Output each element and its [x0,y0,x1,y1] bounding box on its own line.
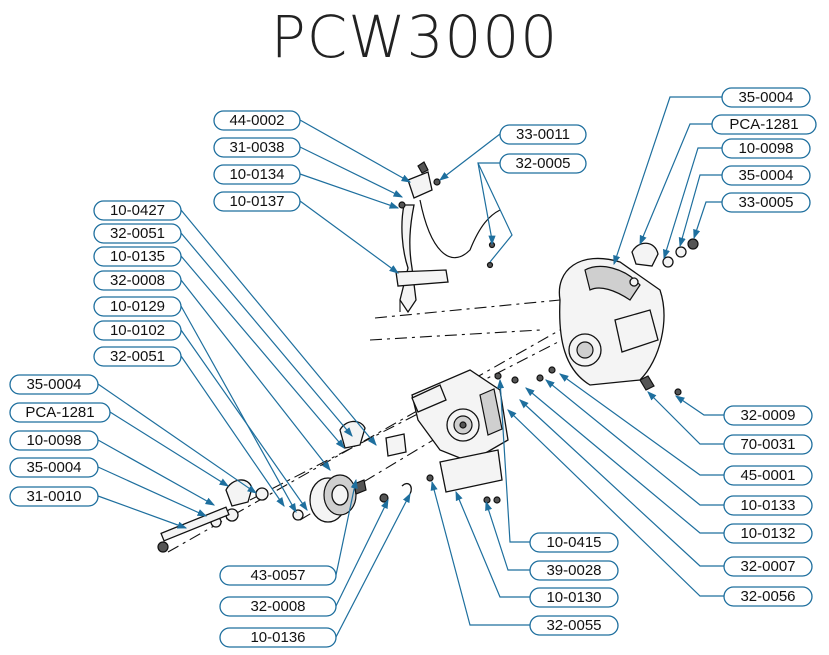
guard-bracket-part [339,420,503,493]
svg-text:10-0427: 10-0427 [110,202,165,219]
engine-part [558,257,665,391]
callout-10-0132: 10-0132 [723,523,813,544]
callout-pca-1281-b: PCA-1281 [711,114,817,135]
svg-text:10-0136: 10-0136 [250,629,305,646]
svg-text:35-0004: 35-0004 [738,89,793,106]
callout-10-0136: 10-0136 [219,627,337,648]
svg-text:32-0005: 32-0005 [515,155,570,172]
svg-text:45-0001: 45-0001 [740,467,795,484]
svg-text:33-0011: 33-0011 [516,126,570,143]
callout-32-0008-a: 32-0008 [93,270,182,291]
diagram-title: PCW3000 [270,3,559,71]
callout-32-0007: 32-0007 [723,556,813,577]
callout-32-0051-a: 32-0051 [93,223,182,244]
svg-text:32-0056: 32-0056 [740,588,795,605]
svg-text:10-0133: 10-0133 [740,497,795,514]
callout-35-0004-b: 35-0004 [9,457,99,478]
callout-45-0001: 45-0001 [723,465,813,486]
leader-lines [97,96,724,638]
svg-text:10-0134: 10-0134 [229,166,284,183]
svg-text:10-0415: 10-0415 [546,534,601,551]
svg-text:33-0005: 33-0005 [738,194,793,211]
callout-10-0415: 10-0415 [529,532,619,553]
callout-43-0057: 43-0057 [219,565,337,586]
callout-32-0056: 32-0056 [723,586,813,607]
svg-text:10-0135: 10-0135 [110,248,165,265]
callout-35-0004-d: 35-0004 [721,165,811,186]
callout-39-0028: 39-0028 [529,560,619,581]
svg-text:32-0055: 32-0055 [546,617,601,634]
callout-33-0005: 33-0005 [721,192,811,213]
svg-text:31-0038: 31-0038 [229,139,284,156]
callout-31-0010: 31-0010 [9,486,99,507]
svg-text:10-0137: 10-0137 [229,193,284,210]
callout-32-0008-b: 32-0008 [219,596,337,617]
svg-text:10-0098: 10-0098 [738,140,793,157]
svg-text:31-0010: 31-0010 [26,488,81,505]
callout-10-0102: 10-0102 [93,320,182,341]
svg-text:32-0009: 32-0009 [740,407,795,424]
svg-text:PCA-1281: PCA-1281 [25,404,94,421]
svg-text:32-0051: 32-0051 [110,348,165,365]
gearbox-part [411,369,509,463]
capstan-drum-part [309,474,367,523]
callout-10-0129: 10-0129 [93,296,182,317]
callout-10-0130: 10-0130 [529,587,619,608]
callout-31-0038: 31-0038 [213,137,301,158]
callout-70-0031: 70-0031 [723,434,813,455]
svg-text:43-0057: 43-0057 [250,567,305,584]
callout-10-0427: 10-0427 [93,200,182,221]
svg-text:35-0004: 35-0004 [26,376,81,393]
svg-text:10-0132: 10-0132 [740,525,795,542]
svg-text:39-0028: 39-0028 [546,562,601,579]
svg-text:10-0102: 10-0102 [110,322,165,339]
callout-32-0005: 32-0005 [499,153,587,174]
callout-labels: 44-0002 31-0038 10-0134 10-0137 33-0011 … [9,87,817,648]
callout-44-0002: 44-0002 [213,110,301,131]
svg-text:35-0004: 35-0004 [26,459,81,476]
svg-text:35-0004: 35-0004 [738,167,793,184]
callout-10-0134: 10-0134 [213,164,301,185]
svg-text:32-0008: 32-0008 [110,272,165,289]
callout-35-0004-a: 35-0004 [9,374,99,395]
svg-text:10-0098: 10-0098 [26,432,81,449]
svg-text:10-0129: 10-0129 [110,298,165,315]
callout-pca-1281-a: PCA-1281 [9,402,111,423]
callout-10-0135: 10-0135 [93,246,182,267]
parts-drawing [157,161,699,553]
callout-32-0009: 32-0009 [723,405,813,426]
throttle-handle-part [395,161,501,314]
callout-10-0133: 10-0133 [723,495,813,516]
svg-text:44-0002: 44-0002 [229,112,284,129]
right-small-parts [426,238,699,504]
svg-text:32-0051: 32-0051 [110,225,165,242]
svg-text:32-0007: 32-0007 [740,558,795,575]
callout-32-0051-b: 32-0051 [93,346,182,367]
svg-text:70-0031: 70-0031 [740,436,795,453]
callout-10-0137: 10-0137 [213,191,301,212]
callout-33-0011: 33-0011 [499,124,587,145]
callout-35-0004-c: 35-0004 [721,87,811,108]
callout-32-0055: 32-0055 [529,615,619,636]
callout-10-0098-a: 10-0098 [9,430,99,451]
svg-text:10-0130: 10-0130 [546,589,601,606]
callout-10-0098-b: 10-0098 [721,138,811,159]
svg-text:32-0008: 32-0008 [250,598,305,615]
svg-text:PCA-1281: PCA-1281 [729,116,798,133]
